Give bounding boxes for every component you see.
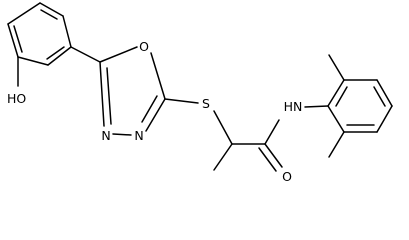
bond bbox=[7, 23, 19, 58]
bond bbox=[376, 79, 393, 107]
bond bbox=[264, 143, 283, 168]
bond bbox=[213, 110, 233, 145]
molecule-diagram: HO O N N S HN O bbox=[7, 2, 393, 184]
bond bbox=[145, 98, 166, 132]
bond bbox=[328, 54, 345, 81]
ring-oxygen-label: O bbox=[139, 39, 149, 54]
bond bbox=[373, 86, 386, 107]
atom-labels: HO O N N S HN O bbox=[7, 39, 302, 184]
bond bbox=[70, 46, 101, 63]
bond bbox=[46, 46, 65, 60]
bond bbox=[213, 143, 233, 171]
bond bbox=[327, 105, 345, 133]
ring-nitrogen-left-label: N bbox=[101, 128, 110, 143]
bond bbox=[99, 61, 105, 127]
bond bbox=[7, 2, 41, 25]
bond bbox=[328, 131, 345, 158]
sulfur-label: S bbox=[202, 96, 210, 111]
bond bbox=[264, 119, 280, 145]
bond bbox=[62, 15, 72, 48]
bond bbox=[304, 105, 329, 108]
bond bbox=[376, 105, 393, 133]
bond bbox=[17, 56, 49, 66]
bond bbox=[47, 46, 72, 66]
bond bbox=[39, 2, 64, 17]
bond bbox=[13, 25, 23, 53]
bond bbox=[40, 9, 58, 20]
bond bbox=[112, 133, 132, 136]
hydroxyl-label: HO bbox=[7, 91, 26, 106]
bond bbox=[150, 52, 166, 100]
bond bbox=[141, 95, 158, 123]
bond bbox=[258, 147, 277, 172]
bond bbox=[106, 67, 112, 125]
bond bbox=[99, 46, 138, 63]
structure-drawing: HO O N N S HN O bbox=[7, 2, 393, 184]
bonds bbox=[7, 2, 393, 172]
carbonyl-oxygen-label: O bbox=[282, 169, 292, 184]
ring-nitrogen-right-label: N bbox=[134, 128, 143, 143]
bond bbox=[164, 98, 199, 104]
bond bbox=[335, 86, 348, 107]
bond bbox=[327, 79, 345, 107]
amide-nh-label: HN bbox=[284, 99, 303, 114]
